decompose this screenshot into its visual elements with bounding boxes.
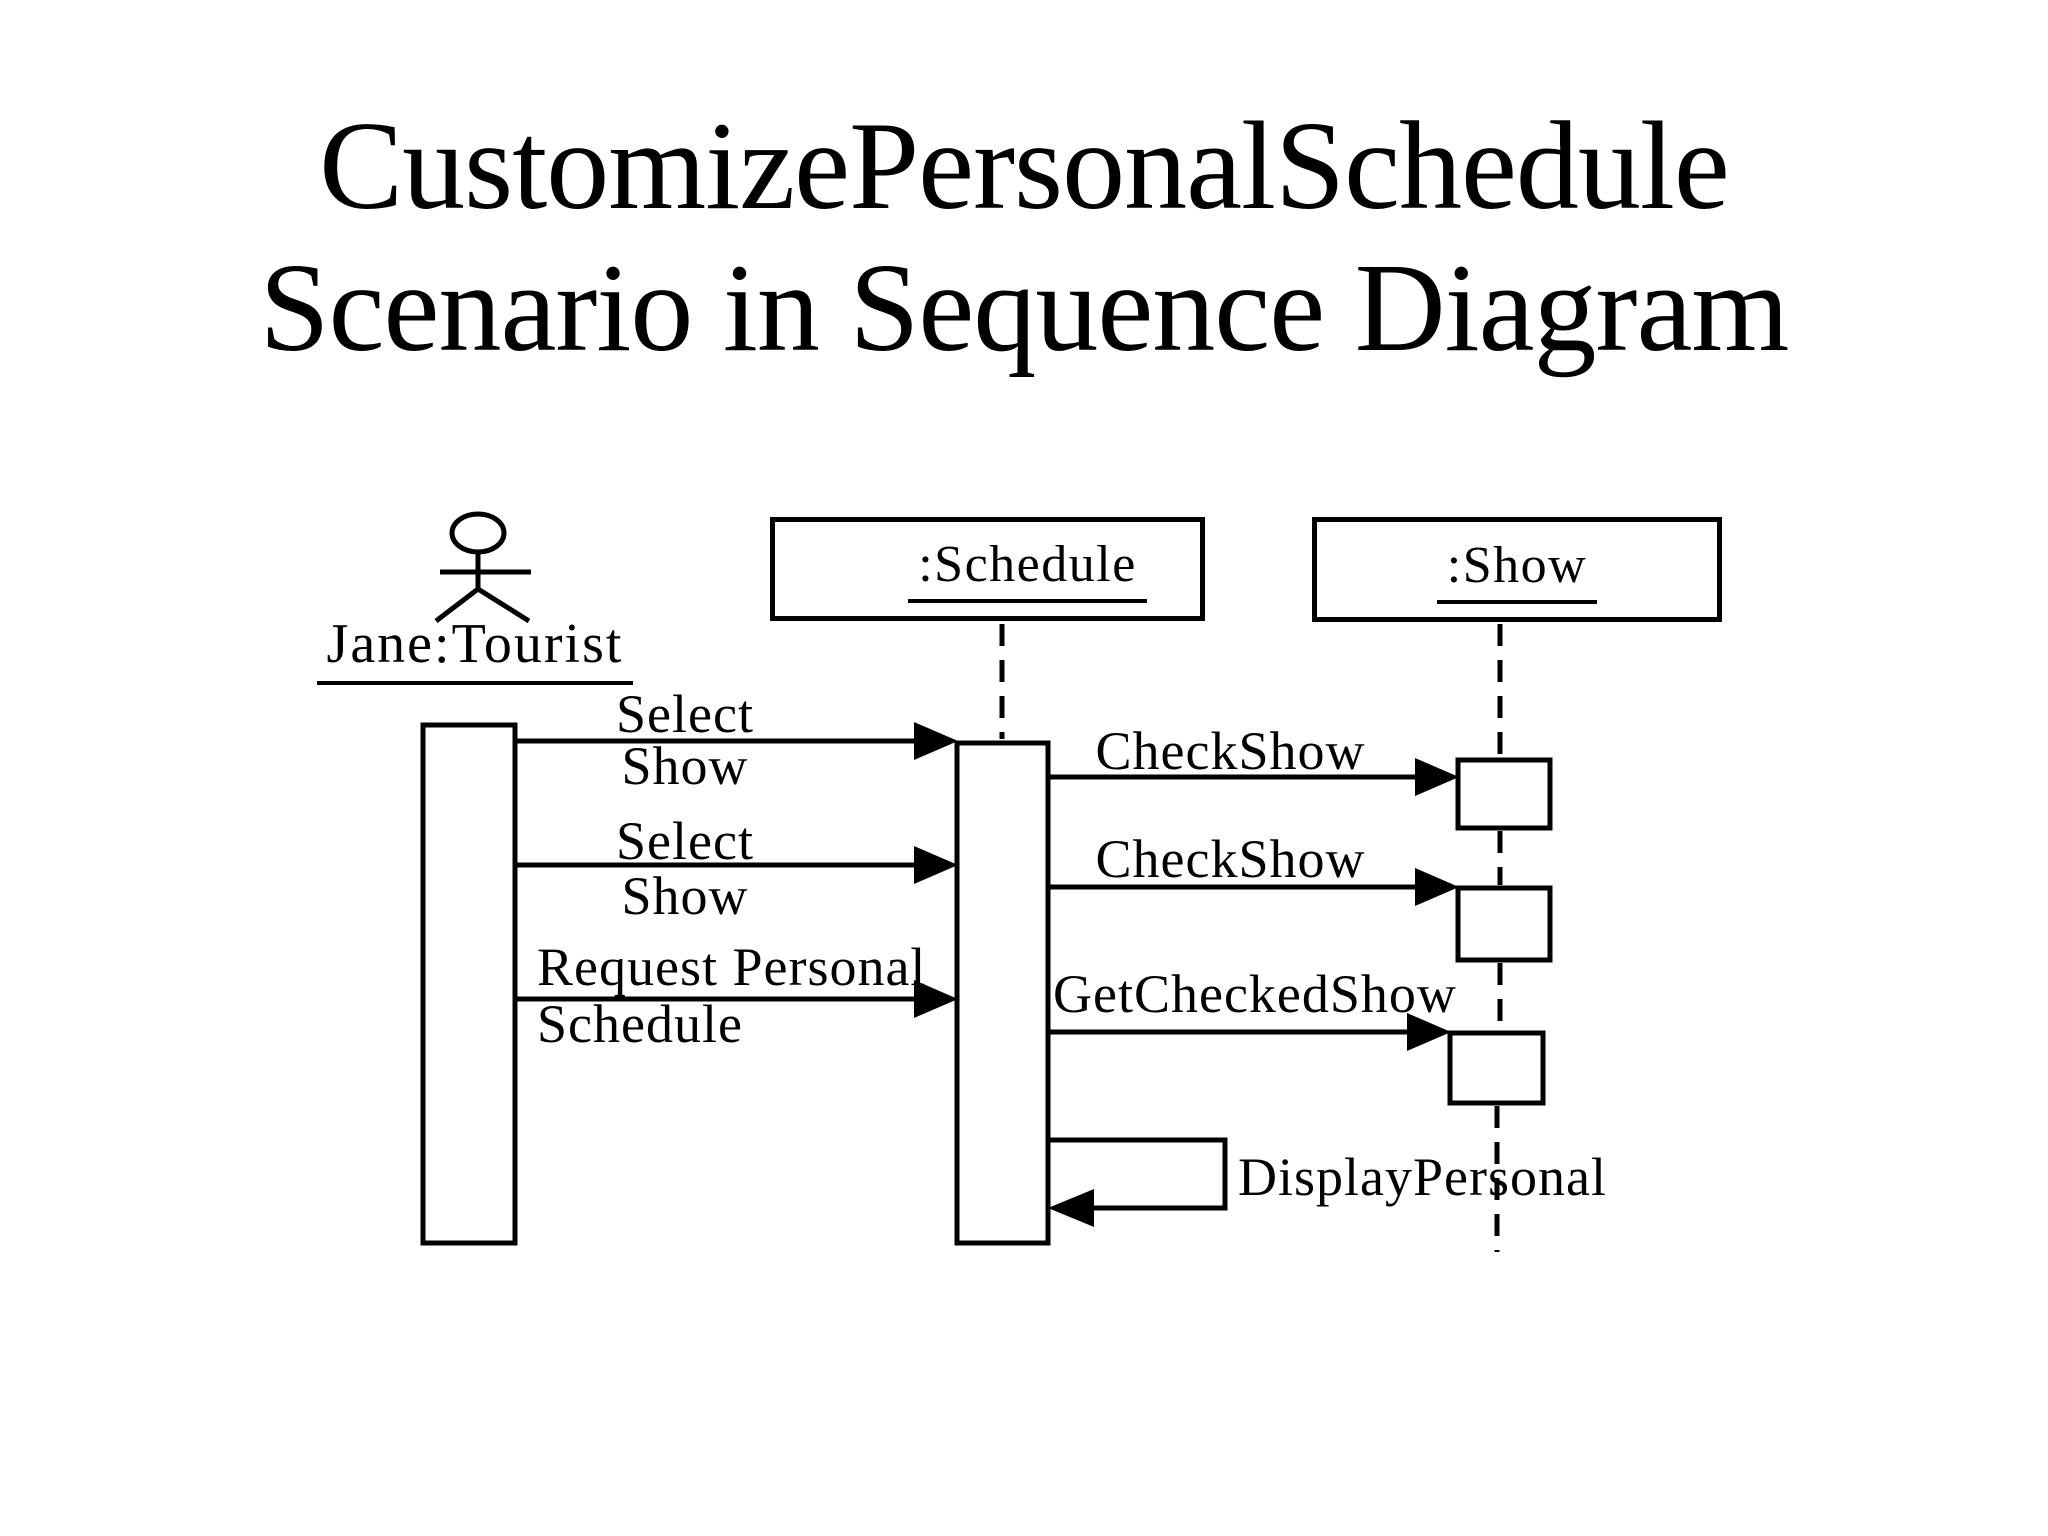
message-label-show-2: Show [621,866,749,926]
message-label-checkshow-1: CheckShow [1095,721,1366,781]
message-label-checkshow-2: CheckShow [1095,829,1366,889]
show-activation-bar-2 [1455,885,1553,963]
message-label-show-1: Show [621,736,749,796]
message-label-select-2: Select [616,811,754,871]
slide-title-line1: CustomizePersonalSchedule [319,97,1730,236]
show-activation-bar-3 [1447,1030,1546,1106]
message-label-request-personal: Request Personal [537,937,927,997]
message-label-getcheckedshow: GetCheckedShow [1053,964,1457,1024]
schedule-activation-bar [954,740,1051,1246]
message-label-displaypersonal: DisplayPersonal [1238,1147,1607,1207]
actor-head [449,511,507,555]
message-label-schedule: Schedule [537,994,743,1054]
slide-title: CustomizePersonalSchedule Scenario in Se… [0,96,2048,380]
arrowhead-request-personal-schedule [914,980,958,1018]
lifeline-box-show: :Show [1312,517,1722,622]
lifeline-label-show: :Show [1436,536,1598,604]
actor-name: Jane:Tourist [280,612,670,686]
show-activation-bar-1 [1455,757,1553,831]
self-message-line-displaypersonal [1048,1137,1228,1211]
arrowhead-select-show-2 [914,846,958,884]
actor-right-leg [476,586,531,624]
arrowhead-checkshow-1 [1415,758,1459,796]
arrowhead-select-show-1 [914,722,958,760]
arrowhead-getcheckedshow [1407,1013,1451,1051]
message-label-select-1: Select [616,684,754,744]
actor-left-leg [434,587,480,623]
lifeline-box-schedule: :Schedule [770,517,1205,621]
actor-stick-figure [434,511,531,624]
arrowhead-checkshow-2 [1415,868,1459,906]
lifeline-label-schedule: :Schedule [908,535,1147,603]
arrowhead-displaypersonal [1048,1189,1094,1227]
actor-activation-bar [420,722,518,1246]
slide-title-line2: Scenario in Sequence Diagram [259,239,1790,378]
